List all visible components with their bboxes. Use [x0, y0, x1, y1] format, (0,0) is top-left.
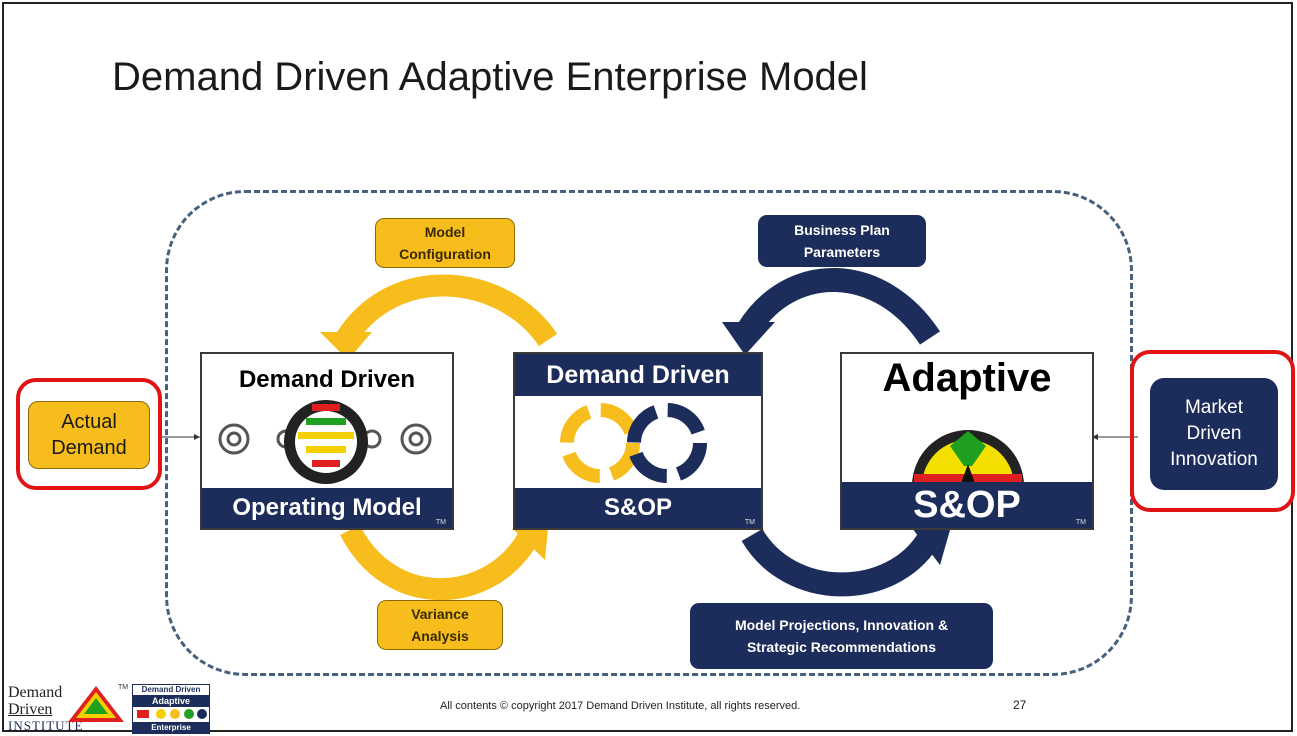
- variance-analysis-arrow: [340, 524, 538, 601]
- model-configuration-tag: Model Configuration: [375, 218, 515, 268]
- slide-title: Demand Driven Adaptive Enterprise Model: [112, 55, 868, 99]
- market-innovation-highlight: [1130, 350, 1295, 512]
- business-plan-parameters-tag: Business Plan Parameters: [758, 215, 926, 267]
- actual-demand-highlight: [16, 378, 162, 490]
- adaptive-gauge-icon: [912, 430, 1024, 486]
- page-number: 27: [1013, 698, 1027, 712]
- adaptive-dots-icon: [137, 709, 207, 719]
- operating-model-logo-footer: Operating Model: [202, 488, 452, 528]
- adaptive-logo-footer: S&OP: [842, 482, 1092, 528]
- market-driven-innovation-box: Market Driven Innovation: [1150, 378, 1278, 490]
- sop-cycles-icon: [560, 403, 707, 483]
- institute-logo: Demand Driven INSTITUTE TM: [8, 684, 129, 733]
- variance-analysis-arrowhead: [512, 528, 548, 560]
- model-projections-tag: Model Projections, Innovation & Strategi…: [690, 603, 993, 669]
- sop-logo-title: Demand Driven: [515, 354, 761, 396]
- model-projections-arrowhead: [912, 528, 950, 565]
- operating-model-logo-title: Demand Driven: [238, 366, 416, 393]
- business-plan-arrow: [737, 268, 941, 345]
- adaptive-logo-title: Adaptive: [882, 356, 1052, 400]
- demand-driven-sop-logo: Demand Driven S&OP TM: [513, 352, 763, 530]
- adaptive-enterprise-logo: Demand Driven Adaptive Enterprise: [132, 684, 210, 734]
- operating-model-logo: Demand Driven Operating Model TM: [200, 352, 454, 530]
- buffer-gears-icon: [218, 400, 432, 484]
- business-plan-arrowhead: [722, 322, 775, 355]
- variance-analysis-tag: Variance Analysis: [377, 600, 503, 650]
- copyright-notice: All contents © copyright 2017 Demand Dri…: [440, 700, 801, 712]
- model-projections-arrow: [741, 528, 939, 597]
- model-configuration-arrowhead: [320, 332, 372, 360]
- sop-logo-footer: S&OP: [515, 488, 761, 528]
- model-configuration-arrow: [335, 274, 558, 347]
- actual-demand-box: Actual Demand: [28, 401, 150, 469]
- adaptive-sop-logo: Adaptive S&OP TM: [840, 352, 1094, 530]
- triangle-logo-icon: [68, 686, 124, 722]
